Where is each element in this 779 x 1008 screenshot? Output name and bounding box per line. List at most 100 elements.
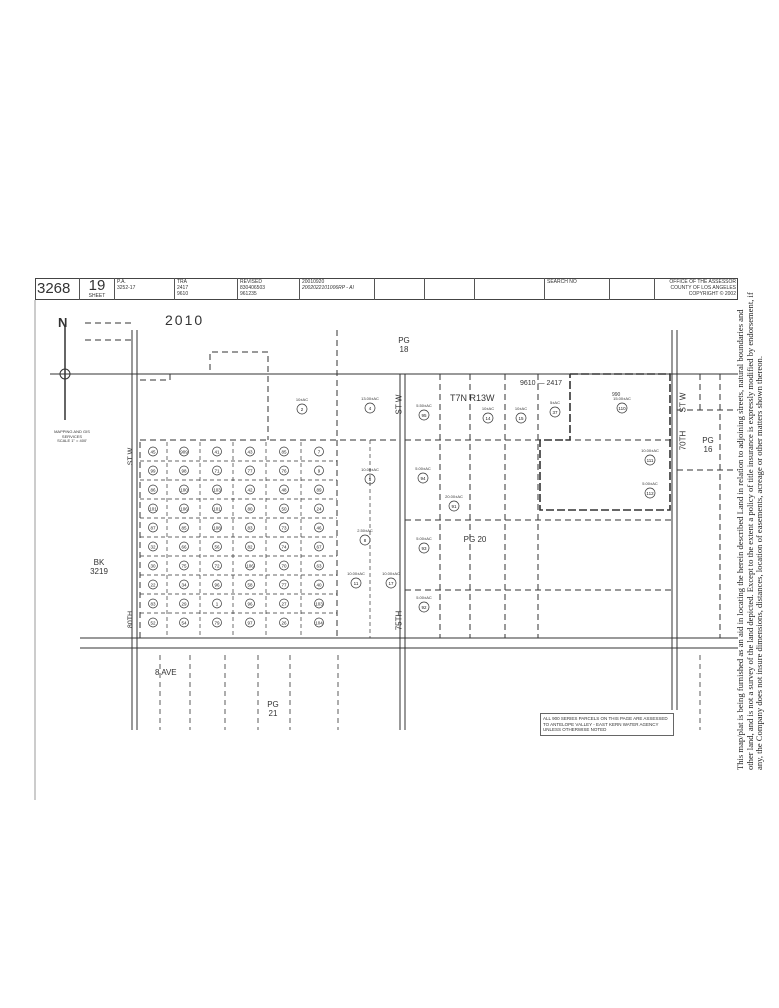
street-label-75th: 75TH (394, 610, 404, 631)
revision-date: 20010920 (302, 279, 325, 285)
parcel-number: 106 (246, 563, 254, 568)
parcel-number: 70 (281, 563, 287, 568)
empty-cell (375, 278, 425, 300)
revised-value: 961235 (240, 291, 257, 297)
parcel-number: 82 (247, 544, 253, 549)
revision-cell: 20010920 2002022101006RP - AI (300, 278, 375, 300)
page-number-cell: 19 SHEET (80, 278, 115, 300)
parcel-79: 79 (212, 617, 222, 628)
parcel-circle (314, 522, 324, 533)
parcel-circle (279, 541, 289, 552)
township-range: T7N R13W (450, 393, 495, 403)
empty-cell (610, 278, 655, 300)
tra-value: 9610 (177, 291, 189, 297)
parcel-circle (644, 487, 656, 499)
parcel-85: 85 (279, 446, 289, 457)
parcel-circle (148, 446, 158, 457)
parcel-number: 103 (315, 601, 323, 606)
parcel-circle (148, 541, 158, 552)
parcel-circle (448, 500, 460, 512)
parcel-number: 1 (216, 601, 219, 606)
parcel-number: 85 (281, 449, 287, 454)
parcel-acreage: 10.00±AC (382, 571, 400, 576)
parcel-circle (179, 560, 189, 571)
parcel-number: 91 (451, 504, 457, 509)
parcel-circle (148, 598, 158, 609)
scale-note-line: MAPPING AND GIS (54, 429, 90, 434)
parcel-number: 30 (150, 563, 156, 568)
parcel-circle (212, 617, 222, 628)
parcel-circle (212, 465, 222, 476)
parcel-circle (314, 560, 324, 571)
parcel-circle (148, 465, 158, 476)
parcel-circle (279, 484, 289, 495)
parcel-63: 63 (314, 560, 324, 571)
parcel-80: 80 (245, 503, 255, 514)
office-line: COPYRIGHT © 2002 (688, 291, 736, 297)
parcel-circle (314, 503, 324, 514)
parcel-5: 510.00±AC (361, 467, 379, 485)
pa-cell: P.A. 3252-17 (115, 278, 175, 300)
scale-note: MAPPING AND GIS SERVICES SCALE 1" = 400' (50, 429, 94, 444)
parcel-circle (148, 617, 158, 628)
parcel-circle (245, 617, 255, 628)
parcel-acreage: 10.00±AC (347, 571, 365, 576)
parcel-108: 108 (212, 522, 222, 533)
parcel-89: 89 (314, 484, 324, 495)
parcel-acreage: 5±AC (550, 400, 560, 405)
parcel-acreage: 13.00±AC (361, 396, 379, 401)
parcel-circle (364, 402, 376, 414)
parcel-7: 7 (314, 446, 324, 457)
parcel-circle (245, 541, 255, 552)
parcel-circle (279, 446, 289, 457)
parcel-101: 101 (212, 503, 222, 514)
parcel-number: 52 (150, 620, 156, 625)
parcel-number: 77 (247, 468, 253, 473)
office-line: COUNTY OF LOS ANGELES (670, 285, 736, 291)
parcel-42: 42 (245, 484, 255, 495)
parcel-number: 41 (214, 449, 220, 454)
parcel-104: 104 (314, 617, 324, 628)
parcel-87: 87 (148, 522, 158, 533)
parcel-circle (212, 522, 222, 533)
parcel-1: 1 (212, 598, 222, 609)
water-agency-note: ALL 900 SERIES PARCELS ON THIS PAGE ARE … (540, 713, 674, 736)
parcel-circle (212, 484, 222, 495)
revised-value: 830406503 (240, 285, 266, 291)
parcel-96: 96 (212, 579, 222, 590)
dimension-label: 990 (612, 392, 621, 398)
tra-value: 2417 (177, 285, 189, 291)
parcel-circle (148, 579, 158, 590)
parcel-number: 45 (150, 449, 156, 454)
parcel-number: 111 (647, 458, 654, 463)
parcel-circle (296, 403, 308, 415)
parcel-circle (179, 446, 189, 457)
parcel-101: 101 (148, 503, 158, 514)
tra-boundary-label: 9610 — 2417 (520, 380, 563, 387)
parcel-circle (279, 522, 289, 533)
parcel-56: 56 (212, 541, 222, 552)
parcel-number: 112 (646, 491, 654, 496)
parcel-circle (179, 465, 189, 476)
parcel-52: 52 (148, 617, 158, 628)
revision-code: 2002022101006RP - AI (302, 285, 354, 291)
parcel-58: 58 (245, 579, 255, 590)
parcel-106: 106 (245, 560, 255, 571)
parcel-number: 40 (316, 582, 322, 587)
disclaimer-text: This map/plat is being furnished as an a… (735, 292, 765, 770)
parcel-number: 50 (281, 506, 287, 511)
parcel-30: 30 (148, 560, 158, 571)
parcel-22: 22 (148, 579, 158, 590)
search-no-cell: SEARCH NO (545, 278, 610, 300)
parcel-48: 48 (279, 484, 289, 495)
parcel-circle (212, 560, 222, 571)
parcel-circle (245, 465, 255, 476)
year-label: 2010 (165, 312, 205, 328)
parcel-circle (314, 446, 324, 457)
parcel-acreage: 5.00±AC (416, 595, 432, 600)
parcel-72: 72 (212, 560, 222, 571)
street-label-70-st-w: ST W (678, 392, 688, 413)
